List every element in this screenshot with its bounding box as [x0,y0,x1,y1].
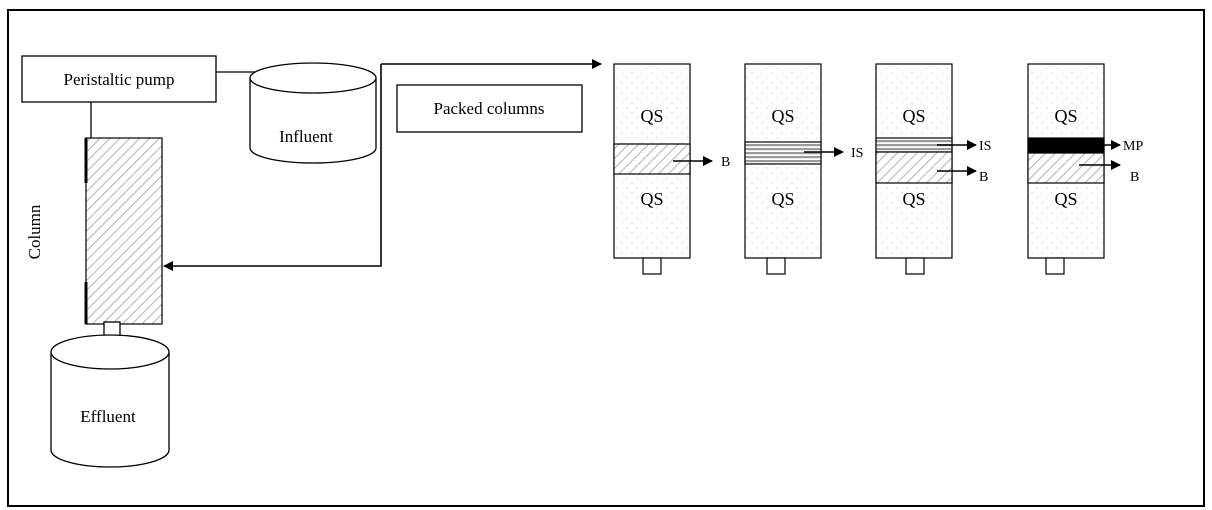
column-3-layer-is-label: IS [979,139,991,154]
column-4-bottom-label: QS [1054,189,1077,209]
packed-column-3: QS QS IS B [875,63,991,275]
column-2-top-label: QS [771,106,794,126]
column-1-bottom-label: QS [640,189,663,209]
column-3-outlet [905,257,925,275]
layer-b [613,143,691,175]
column-3-top-label: QS [902,106,925,126]
column-1-outlet [642,257,662,275]
arrow-to-main-column [163,64,382,271]
column-3-layer-b-label: B [979,170,988,185]
column-label: Column [25,204,44,259]
influent-tank: Influent [249,62,377,164]
column-1-top-label: QS [640,106,663,126]
peristaltic-pump: Peristaltic pump [21,55,217,103]
column-1-layer-b-label: B [721,155,730,170]
column-3-bottom-label: QS [902,189,925,209]
layer-b [875,151,953,184]
packed-column-2: QS QS IS [744,63,863,275]
column-4-outlet [1045,257,1065,275]
column-4-layer-mp-label: MP [1123,139,1143,154]
column-4-layer-b-label: B [1130,170,1139,185]
effluent-label: Effluent [80,407,136,426]
influent-label: Influent [279,127,333,146]
figure-frame [7,9,1205,507]
pump-label: Peristaltic pump [64,70,175,89]
packed-columns-label: Packed columns [434,99,545,118]
effluent-tank: Effluent [50,334,170,468]
main-column [84,137,163,339]
column-4-top-label: QS [1054,106,1077,126]
layer-is [744,141,822,165]
layer-b [1027,152,1105,184]
column-2-layer-is-label: IS [851,146,863,161]
packed-column-1: QS QS B [613,63,730,275]
packed-column-4: QS QS MP B [1027,63,1143,275]
column-2-outlet [766,257,786,275]
column-2-bottom-label: QS [771,189,794,209]
packed-columns-box: Packed columns [396,84,583,133]
